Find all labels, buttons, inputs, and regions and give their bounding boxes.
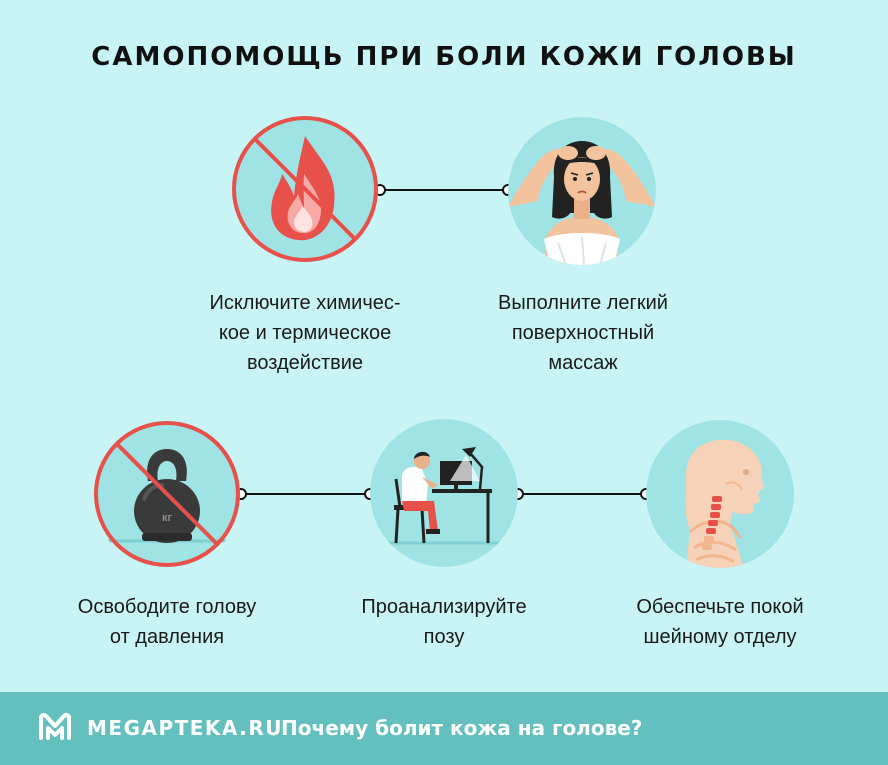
kettlebell-label: кг xyxy=(162,512,173,524)
posture-icon xyxy=(370,419,518,567)
megapteka-logo-icon xyxy=(39,712,71,740)
caption-neck: Обеспечьте покой шейному отделу xyxy=(636,596,804,648)
no-fire-icon xyxy=(230,114,380,264)
brand-name[interactable]: MEGAPTEKA.RU xyxy=(87,716,284,740)
footer: MEGAPTEKA.RU Почему болит кожа на голове… xyxy=(0,692,888,765)
caption-no-chemical-thermal: Исключите химичес- кое и термическое воз… xyxy=(209,292,401,374)
article-link[interactable]: Почему болит кожа на голове? xyxy=(281,716,643,740)
caption-posture: Проанализируйте позу xyxy=(361,596,527,648)
no-kettlebell-icon: кг xyxy=(92,419,242,569)
page-title: САМОПОМОЩЬ ПРИ БОЛИ КОЖИ ГОЛОВЫ xyxy=(91,42,797,72)
caption-pressure: Освободите голову от давления xyxy=(77,596,257,648)
caption-massage: Выполните легкий поверхностный массаж xyxy=(498,292,668,374)
neck-spine-icon xyxy=(646,420,794,568)
head-massage-icon xyxy=(508,117,656,265)
